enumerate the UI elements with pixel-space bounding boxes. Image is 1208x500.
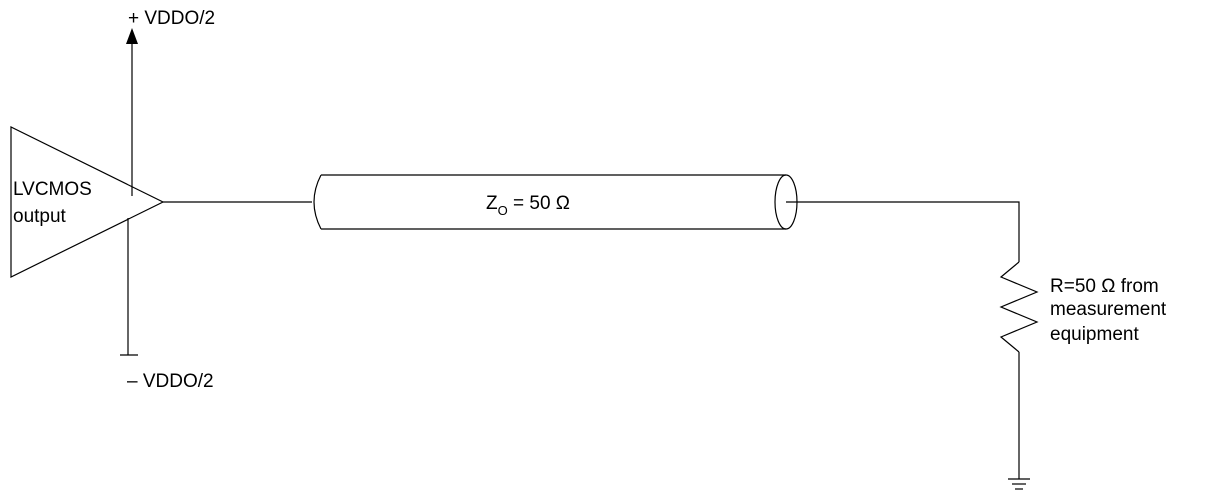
impedance-value: = 50 Ω <box>508 193 570 214</box>
load-label-line3: equipment <box>1050 324 1139 345</box>
lvcmos-driver-triangle <box>10 126 165 278</box>
negative-supply-label: – VDDO/2 <box>127 371 214 392</box>
positive-supply-label: + VDDO/2 <box>128 8 215 29</box>
coax-cable-body <box>313 174 786 230</box>
load-resistor <box>999 261 1039 353</box>
driver-label-line1: LVCMOS <box>13 179 92 200</box>
impedance-symbol: Z <box>486 193 498 214</box>
positive-supply-arrow <box>126 28 138 44</box>
ground-icon <box>1008 478 1030 490</box>
load-label-line2: measurement <box>1050 299 1167 320</box>
load-wire <box>786 201 1020 262</box>
driver-label-line2: output <box>13 206 67 227</box>
impedance-subscript: O <box>498 203 508 218</box>
load-label-line1: R=50 Ω from <box>1050 276 1159 297</box>
cable-impedance-label: ZO = 50 Ω <box>486 193 570 218</box>
